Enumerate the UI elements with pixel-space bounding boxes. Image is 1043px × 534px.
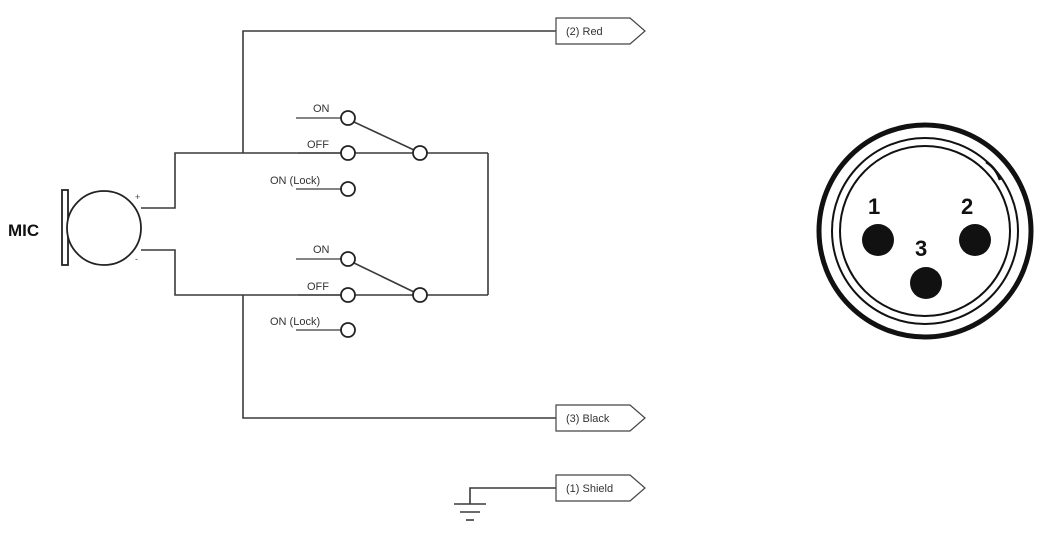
output-black-label: (3) Black — [566, 413, 610, 425]
xlr-connector: 1 2 3 — [816, 122, 1034, 340]
switch-top-common-contact — [412, 145, 428, 161]
wire-red — [242, 30, 556, 153]
mic-label: MIC — [8, 221, 39, 240]
xlr-pin-3 — [910, 267, 942, 299]
switch-top-off-label: OFF — [307, 139, 329, 151]
switch-bottom-off-label: OFF — [307, 281, 329, 293]
wire-black — [242, 295, 556, 419]
switch-bottom-lock-contact — [340, 322, 356, 338]
xlr-insert — [839, 145, 1011, 317]
tag-outline — [555, 474, 646, 502]
output-red-label: (2) Red — [566, 26, 603, 38]
output-tag-black: (3) Black — [555, 404, 646, 432]
xlr-pin-1-label: 1 — [868, 194, 880, 219]
switch-bottom-common-contact — [412, 287, 428, 303]
switch-bottom-off-contact — [340, 287, 356, 303]
xlr-latch-key — [985, 160, 1002, 181]
switch-top-on-contact — [340, 110, 356, 126]
switch-top-on-label: ON — [313, 103, 330, 115]
mic-minus-label: - — [135, 254, 138, 264]
output-shield-label: (1) Shield — [566, 483, 613, 495]
switch-top-lock-contact — [340, 181, 356, 197]
mic-plus-label: + — [135, 192, 140, 202]
ground-icon — [454, 503, 486, 521]
tag-outline — [555, 404, 646, 432]
xlr-pin-1 — [862, 224, 894, 256]
output-tag-red: (2) Red — [555, 17, 646, 45]
switch-top-lock-label: ON (Lock) — [270, 175, 320, 187]
switch-bottom-blade — [353, 262, 415, 293]
xlr-pin-2-label: 2 — [961, 194, 973, 219]
switch-bottom-on-contact — [340, 251, 356, 267]
switch-top: ON OFF ON (Lock) — [270, 103, 428, 197]
output-tag-shield: (1) Shield — [555, 474, 646, 502]
xlr-pin-3-label: 3 — [915, 236, 927, 261]
microphone-symbol: MIC + - — [8, 189, 142, 266]
mic-capsule — [66, 190, 142, 266]
wire-shield — [469, 487, 556, 504]
tag-outline — [555, 17, 646, 45]
xlr-pin-2 — [959, 224, 991, 256]
switch-bottom-lock-label: ON (Lock) — [270, 316, 320, 328]
switch-bottom: ON OFF ON (Lock) — [270, 244, 428, 338]
switch-bottom-on-label: ON — [313, 244, 330, 256]
switch-top-blade — [353, 121, 415, 151]
switch-top-off-contact — [340, 145, 356, 161]
